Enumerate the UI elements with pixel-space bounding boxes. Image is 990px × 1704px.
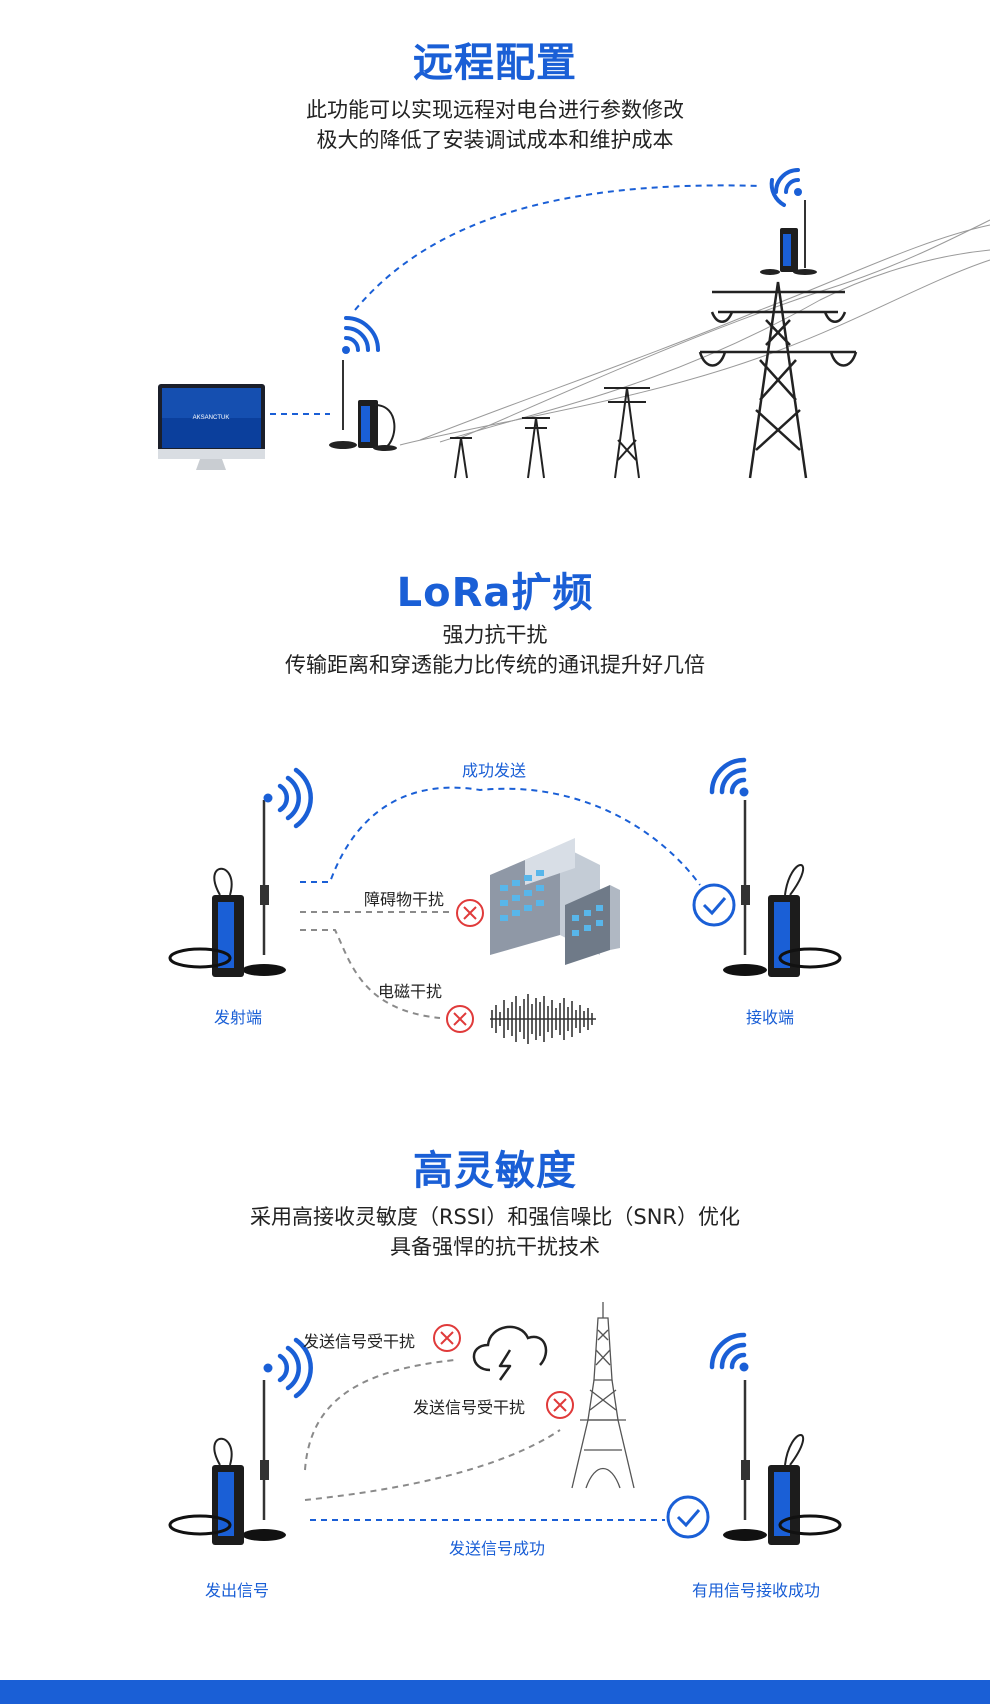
storm-cloud-icon	[472, 1325, 548, 1381]
interference-label-2: 发送信号受干扰	[413, 1398, 526, 1417]
transmitter-device-icon	[168, 1380, 286, 1545]
section3-line2: 具备强悍的抗干扰技术	[390, 1235, 600, 1259]
receiver-device-icon	[723, 800, 842, 977]
wifi-signal-icon	[263, 1337, 313, 1399]
error-x-icon	[456, 899, 484, 927]
obstacle-interference-label: 障碍物干扰	[364, 890, 445, 909]
wifi-signal-icon	[342, 316, 380, 354]
bottom-accent-bar	[0, 1680, 990, 1704]
section1-line2: 极大的降低了安装调试成本和维护成本	[316, 128, 674, 152]
interference-label-1: 发送信号受干扰	[303, 1332, 416, 1351]
wifi-signal-icon	[263, 767, 313, 829]
success-check-icon	[692, 883, 736, 927]
wifi-signal-icon	[709, 757, 749, 797]
eiffel-tower-icon	[571, 1302, 635, 1489]
error-x-icon	[433, 1324, 461, 1352]
noise-waveform-icon	[490, 994, 596, 1044]
transmitter-label: 发射端	[214, 1008, 263, 1027]
radio-device-icon	[329, 360, 397, 451]
wifi-signal-icon	[709, 1332, 749, 1372]
success-send-label: 成功发送	[462, 761, 527, 780]
error-x-icon	[546, 1391, 574, 1419]
em-interference-label: 电磁干扰	[378, 982, 443, 1001]
section3-line1: 采用高接收灵敏度（RSSI）和强信噪比（SNR）优化	[249, 1205, 741, 1229]
success-check-icon	[666, 1495, 710, 1539]
wifi-signal-icon	[769, 168, 802, 207]
transmitter-device-icon	[168, 800, 286, 977]
send-signal-label: 发出信号	[205, 1581, 270, 1600]
section1-title: 远程配置	[413, 40, 577, 86]
large-power-tower-icon	[698, 281, 858, 479]
remote-config-diagram: AKSANCTUK	[158, 168, 990, 479]
section2-title: LoRa扩频	[396, 570, 594, 616]
receive-success-label: 有用信号接收成功	[692, 1581, 821, 1600]
section2-line1: 强力抗干扰	[442, 623, 548, 647]
radio-device-icon	[760, 200, 817, 275]
error-x-icon	[446, 1005, 474, 1033]
building-icon	[490, 838, 620, 965]
section3-title: 高灵敏度	[413, 1148, 577, 1194]
section2-line2: 传输距离和穿透能力比传统的通讯提升好几倍	[285, 653, 705, 677]
power-tower-icon	[450, 387, 650, 479]
section1-line1: 此功能可以实现远程对电台进行参数修改	[306, 98, 684, 122]
receiver-device-icon	[723, 1380, 842, 1545]
monitor-brand-text: AKSANCTUK	[193, 415, 230, 421]
monitor-icon: AKSANCTUK	[158, 384, 265, 470]
receiver-label: 接收端	[746, 1008, 795, 1027]
send-success-label: 发送信号成功	[449, 1539, 546, 1558]
